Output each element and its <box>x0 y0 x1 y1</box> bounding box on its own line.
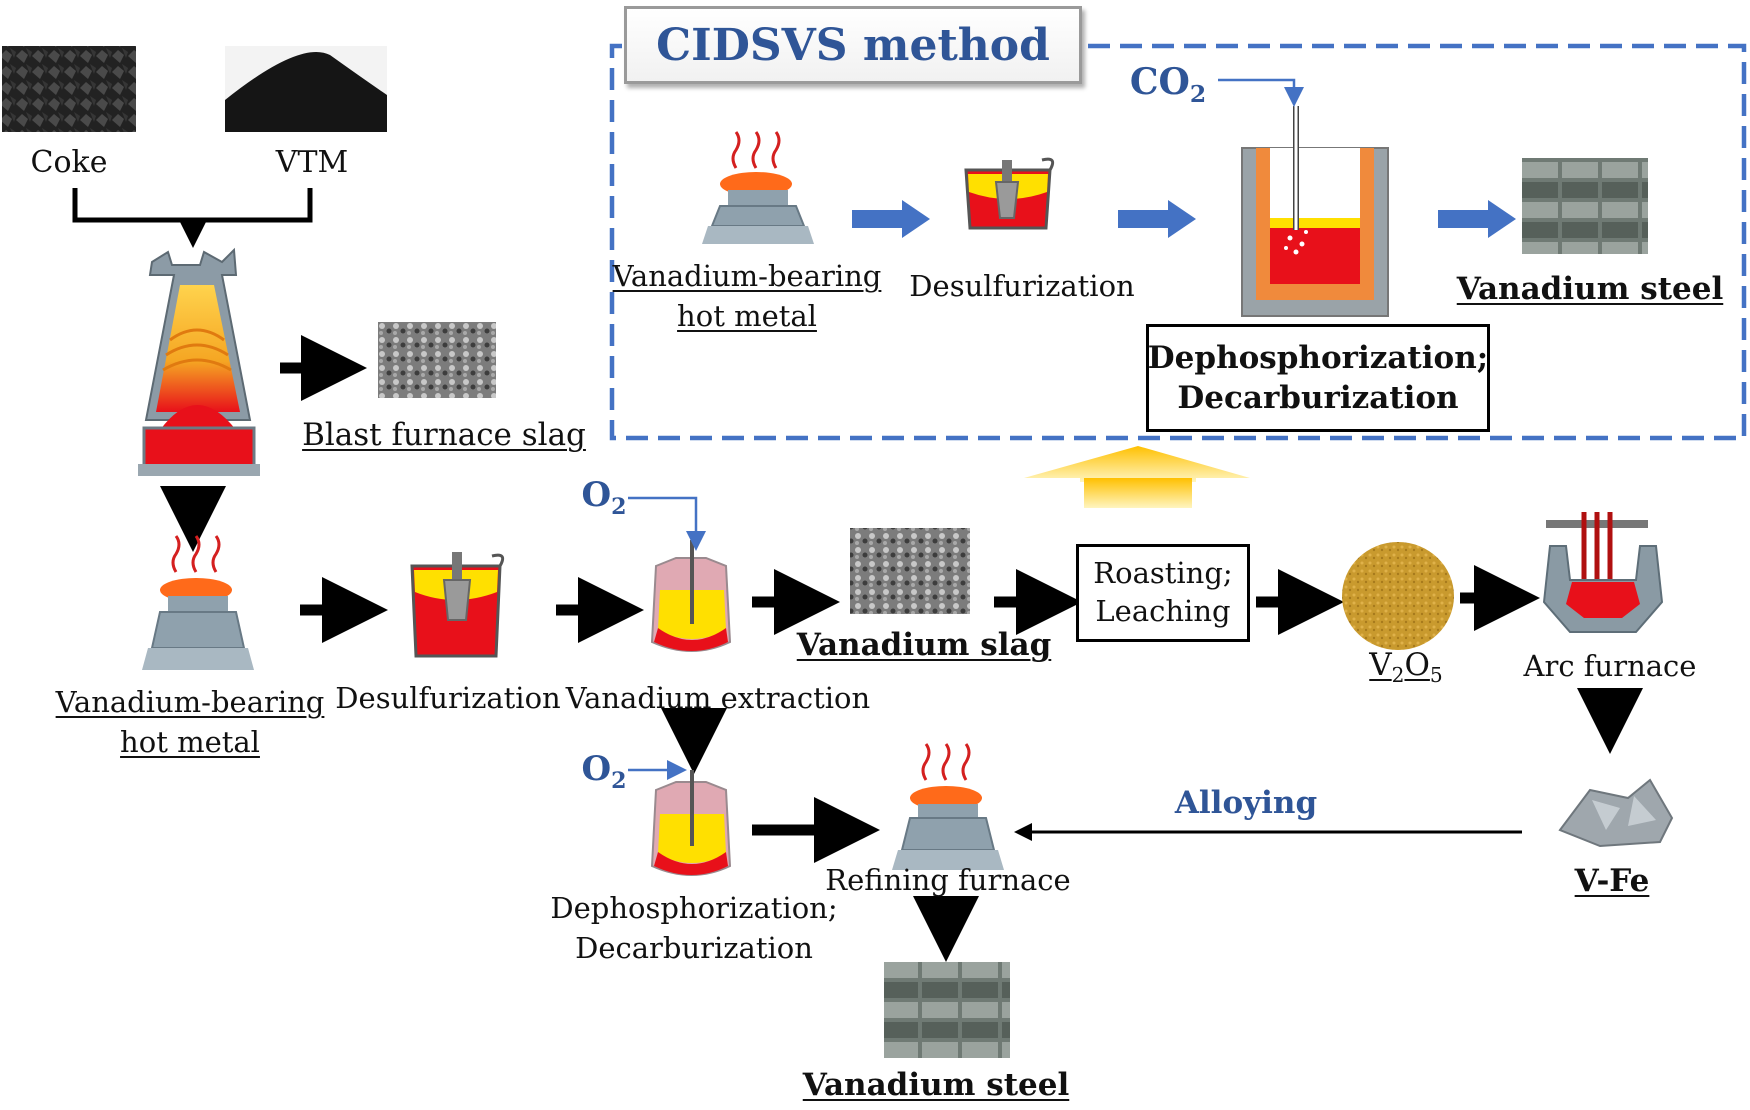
co2-label: CO2 <box>1129 61 1207 109</box>
alloying-label: Alloying <box>1174 785 1318 821</box>
vtm-label: VTM <box>275 145 349 180</box>
o2-label-top: O2 <box>581 475 627 520</box>
blast-furnace-slag-image <box>378 322 496 398</box>
coke-label: Coke <box>30 145 108 180</box>
arc-furnace-image <box>1542 512 1664 633</box>
cidsvs-hot-metal-label-2: hot metal <box>677 299 817 333</box>
blast-furnace-image <box>138 247 260 476</box>
vanadium-steel-label: Vanadium steel <box>802 1067 1070 1103</box>
vtm-image <box>225 46 387 132</box>
leaching-line: Leaching <box>1095 594 1231 628</box>
v2o5-powder-image <box>1342 542 1454 650</box>
roasting-leaching-box: Roasting; Leaching <box>1076 544 1250 642</box>
dephos-label-2: Decarburization <box>575 931 813 965</box>
cidsvs-steel-label: Vanadium steel <box>1456 271 1724 307</box>
refining-furnace-label: Refining furnace <box>825 863 1071 897</box>
blast-furnace-slag-label: Blast furnace slag <box>302 417 586 453</box>
cidsvs-frame <box>609 43 1747 441</box>
cidsvs-blue-arrow-2 <box>1118 200 1196 238</box>
o2-label-bottom: O2 <box>581 749 627 794</box>
v-fe-label: V-Fe <box>1574 863 1650 899</box>
feed-connector <box>72 188 313 223</box>
vanadium-extraction-label: Vanadium extraction <box>565 681 871 715</box>
roasting-line: Roasting; <box>1093 556 1233 591</box>
vanadium-slag-label: Vanadium slag <box>796 627 1052 663</box>
coke-image <box>2 46 136 132</box>
vanadium-slag-image <box>850 528 970 614</box>
hot-metal-ladle-image <box>142 535 254 670</box>
dephos-converter-image <box>650 770 732 876</box>
hot-metal-label-1: Vanadium-bearing <box>55 685 325 719</box>
cidsvs-desulf-image <box>964 157 1055 230</box>
o2-lance-top <box>628 496 706 551</box>
v2o5-label: V2O5 <box>1369 647 1443 688</box>
cidsvs-dephos-line-1: Dephosphorization; <box>1147 339 1489 376</box>
extraction-converter-image <box>650 540 732 652</box>
v-fe-image <box>1550 760 1678 850</box>
cidsvs-blue-arrow-1 <box>852 200 930 238</box>
refining-furnace-image <box>892 743 1004 870</box>
co2-lance <box>1218 78 1304 107</box>
cidsvs-steel-image <box>1522 158 1648 254</box>
desulfurization-label: Desulfurization <box>335 681 561 715</box>
hot-metal-label-2: hot metal <box>120 725 260 759</box>
cidsvs-dephos-line-2: Decarburization <box>1177 380 1459 416</box>
cidsvs-hot-metal-label-1: Vanadium-bearing <box>612 259 882 293</box>
arc-furnace-label: Arc furnace <box>1523 649 1697 683</box>
vanadium-steel-image <box>884 962 1010 1058</box>
desulfurization-ladle-image <box>410 552 505 658</box>
cidsvs-title: CIDSVS method <box>656 19 1050 71</box>
dephos-label-1: Dephosphorization; <box>550 891 838 925</box>
cidsvs-dephos-box: Dephosphorization; Decarburization <box>1146 324 1490 432</box>
cidsvs-desulf-label: Desulfurization <box>909 269 1135 303</box>
cidsvs-hot-metal-image <box>702 131 814 244</box>
cidsvs-co2-furnace-image <box>1241 106 1389 317</box>
cidsvs-title-box: CIDSVS method <box>624 6 1082 84</box>
cidsvs-blue-arrow-3 <box>1438 200 1516 238</box>
upgrade-arrow <box>1024 446 1250 482</box>
